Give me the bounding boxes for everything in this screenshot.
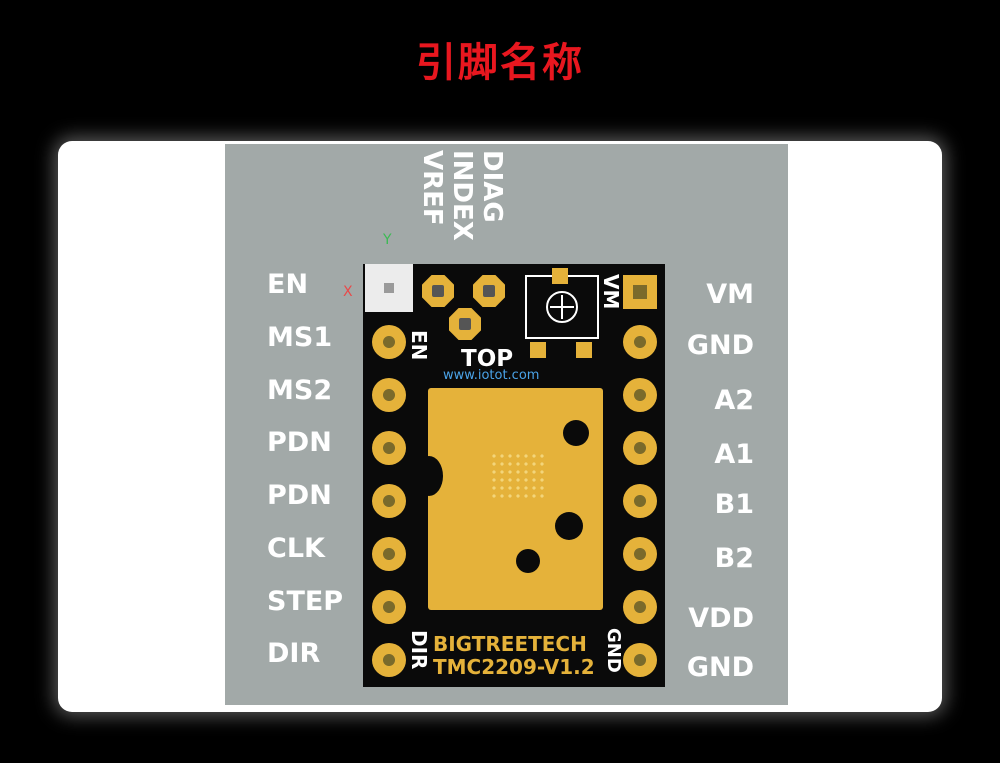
right-pin-label: B2	[714, 543, 754, 574]
top-pad-diag	[473, 275, 505, 307]
silk-dir-label: DIR	[407, 630, 431, 670]
pin-pad	[623, 484, 657, 518]
board-hole	[555, 512, 583, 540]
silk-top-label: TOP	[461, 346, 514, 372]
right-pin-label: VDD	[688, 603, 754, 634]
pin-pad	[623, 643, 657, 677]
page-title: 引脚名称	[416, 40, 584, 86]
board-hole	[415, 456, 443, 496]
left-pin-label: MS1	[267, 322, 333, 353]
board-hole	[563, 420, 589, 446]
silk-model: TMC2209-V1.2	[433, 655, 595, 679]
right-pin-label: GND	[686, 652, 754, 683]
pin-pad-square	[623, 275, 657, 309]
silk-url: www.iotot.com	[443, 368, 540, 383]
top-pad-index	[449, 308, 481, 340]
pin-pad	[623, 325, 657, 359]
top-pin-label-diag: DIAG	[477, 150, 507, 223]
silk-en-label: EN	[407, 330, 431, 361]
pin-pad	[372, 643, 406, 677]
pot-pad	[530, 342, 546, 358]
left-pin-label: DIR	[267, 638, 321, 669]
chip-via-grid	[490, 452, 546, 502]
pin-pad	[372, 590, 406, 624]
silk-brand: BIGTREETECH	[433, 632, 587, 656]
left-pin-label: PDN	[267, 427, 332, 458]
pin-pad	[372, 484, 406, 518]
left-pin-label: MS2	[267, 375, 333, 406]
right-pin-label: A1	[714, 439, 754, 470]
board-hole	[516, 549, 540, 573]
pinout-panel: DIAG INDEX VREF EN MS1 MS2 PDN PDN CLK S…	[225, 144, 788, 705]
left-pin-label: EN	[267, 269, 309, 300]
en-square-pad	[365, 264, 413, 312]
right-pin-label: GND	[686, 330, 754, 361]
right-pin-label: B1	[714, 489, 754, 520]
top-pin-label-index: INDEX	[447, 150, 477, 241]
pin-pad	[372, 537, 406, 571]
top-pad-vref	[422, 275, 454, 307]
pin-pad	[372, 325, 406, 359]
pin-pad	[372, 378, 406, 412]
pin-pad	[623, 537, 657, 571]
potentiometer-dial-icon	[546, 291, 578, 323]
pot-pad	[552, 268, 568, 284]
right-pin-label: VM	[706, 279, 754, 310]
pin-pad	[623, 590, 657, 624]
left-pin-label: PDN	[267, 480, 332, 511]
top-pin-label-vref: VREF	[417, 150, 447, 226]
axis-x-label: X	[343, 284, 353, 300]
pot-pad	[576, 342, 592, 358]
left-pin-label: CLK	[267, 533, 325, 564]
right-pin-label: A2	[714, 385, 754, 416]
pin-pad	[623, 431, 657, 465]
potentiometer	[525, 275, 599, 339]
left-pin-label: STEP	[267, 586, 344, 617]
pin-pad	[623, 378, 657, 412]
pin-pad	[372, 431, 406, 465]
silk-vm-label: VM	[599, 274, 623, 310]
silk-gnd-label: GND	[603, 628, 624, 673]
axis-y-label: Y	[383, 232, 392, 248]
